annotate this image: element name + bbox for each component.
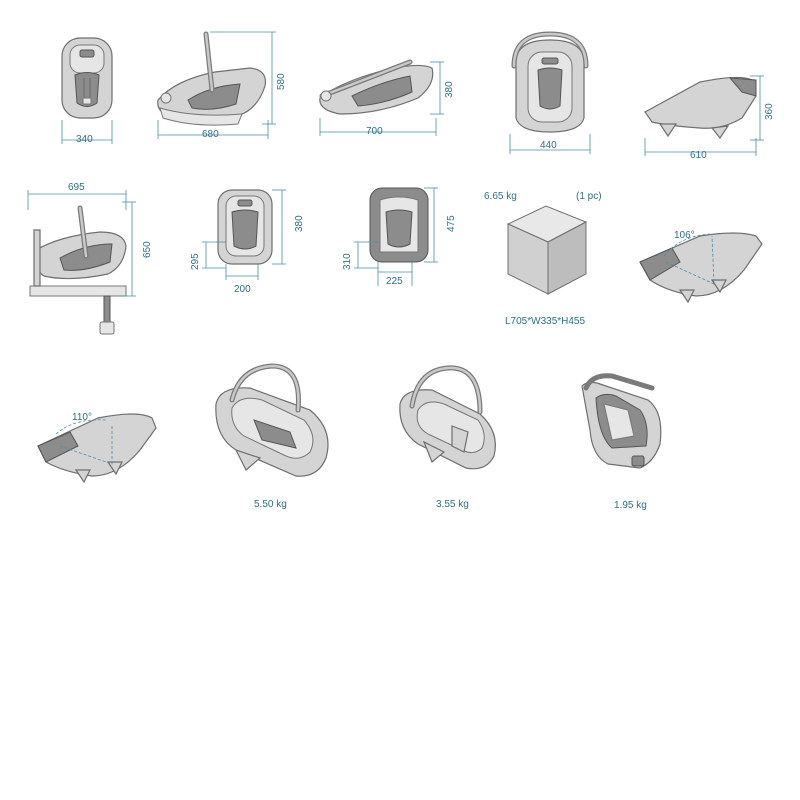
side-length-label: 680 [202, 129, 219, 140]
package-quantity: (1 pc) [576, 191, 602, 202]
recline-height-label: 380 [444, 81, 455, 98]
side-view-recline: 700 380 [319, 59, 455, 137]
insert-front-view: 475 310 225 [342, 187, 457, 287]
recline-angle-view-b: 110° [37, 412, 157, 484]
shell-side-view: 610 360 [644, 75, 775, 161]
inner-seat-label: 295 [190, 253, 201, 270]
shell-height-label: 360 [764, 103, 775, 120]
front-width-label: 340 [76, 134, 93, 145]
top-view: 440 [509, 31, 591, 154]
package-info: 6.65 kg (1 pc) L705*W335*H455 [484, 191, 602, 327]
inner-width-label: 200 [234, 284, 251, 295]
back-width-label: 225 [386, 276, 403, 287]
front-view: 340 [61, 37, 113, 145]
back-height-label: 475 [446, 215, 457, 232]
shell-perspective: 3.55 kg [399, 365, 496, 510]
full-seat-perspective: 5.50 kg [215, 363, 329, 510]
base-height-label: 650 [142, 241, 153, 258]
recline-length-label: 700 [366, 126, 383, 137]
side-height-label: 580 [276, 73, 287, 90]
insert-weight: 1.95 kg [614, 500, 647, 511]
recline-angle-view-a: 106° [639, 230, 763, 304]
angle-a-label: 106° [674, 230, 695, 241]
insert-perspective: 1.95 kg [581, 373, 662, 511]
package-box-icon [506, 205, 588, 295]
package-weight: 6.65 kg [484, 191, 517, 202]
package-size: L705*W335*H455 [505, 316, 585, 327]
top-width-label: 440 [540, 140, 557, 151]
inner-height-label: 380 [294, 215, 305, 232]
inner-front-view: 380 295 200 [190, 189, 305, 295]
side-view-handle-up: 680 580 [157, 31, 287, 140]
side-view-on-base: 695 650 [27, 182, 153, 335]
base-length-label: 695 [68, 182, 85, 193]
full-seat-weight: 5.50 kg [254, 499, 287, 510]
back-seat-label: 310 [342, 253, 353, 270]
angle-b-label: 110° [72, 412, 92, 423]
shell-weight: 3.55 kg [436, 499, 469, 510]
shell-length-label: 610 [690, 150, 707, 161]
